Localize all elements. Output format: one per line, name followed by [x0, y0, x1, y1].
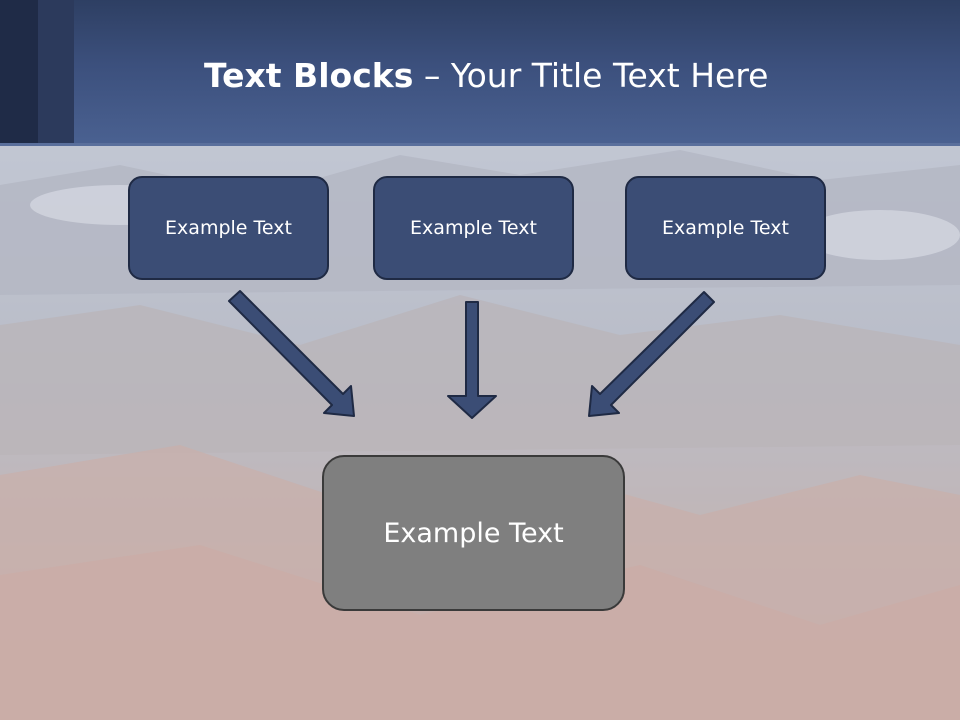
header-accent-stripe — [0, 0, 38, 145]
title-bold-part: Text Blocks — [204, 56, 414, 95]
title-dash: – — [413, 56, 451, 95]
text-block-3[interactable]: Example Text — [625, 176, 826, 280]
text-block-label: Example Text — [165, 217, 292, 239]
header-divider — [0, 143, 960, 146]
text-block-1[interactable]: Example Text — [128, 176, 329, 280]
header-accent-stripe — [38, 0, 74, 145]
text-block-2[interactable]: Example Text — [373, 176, 574, 280]
summary-block[interactable]: Example Text — [322, 455, 625, 611]
summary-block-label: Example Text — [383, 517, 564, 549]
title-bar: Text Blocks – Your Title Text Here — [0, 0, 960, 146]
text-block-label: Example Text — [410, 217, 537, 239]
slide-title[interactable]: Text Blocks – Your Title Text Here — [204, 52, 768, 100]
title-rest-part: Your Title Text Here — [450, 56, 769, 95]
text-block-label: Example Text — [662, 217, 789, 239]
